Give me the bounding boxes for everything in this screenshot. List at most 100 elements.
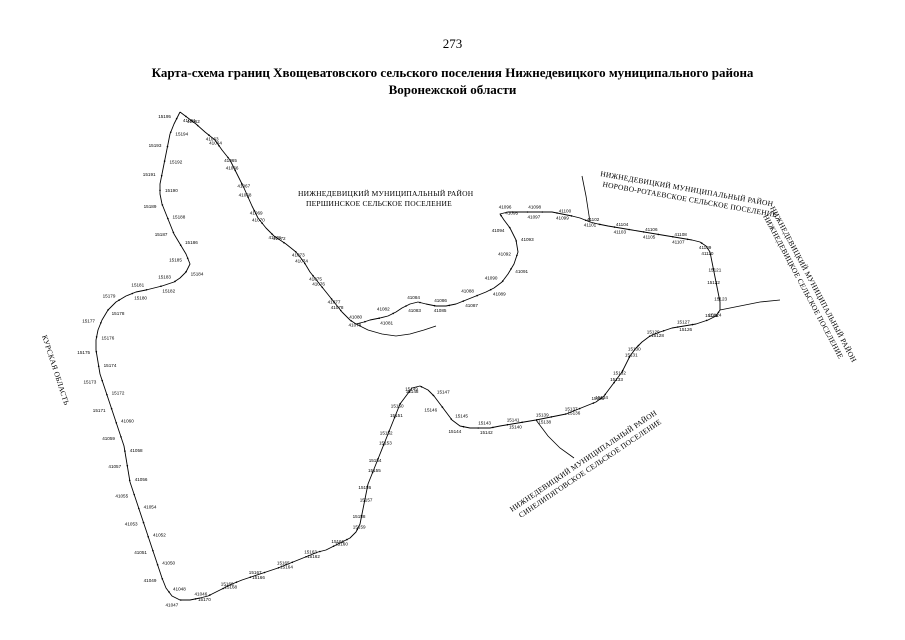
region-label-sineli: НИЖНЕДЕВИЦКИЙ МУНИЦИПАЛЬНЫЙ РАЙОН СИНЕЛИ…: [508, 408, 663, 520]
boundary-point-label: 15139: [536, 412, 549, 417]
boundary-point-marker: [489, 288, 492, 291]
region-label-kursk: КУРСКАЯ ОБЛАСТЬ: [40, 334, 71, 407]
boundary-point-label: 41072: [273, 236, 286, 241]
boundary-point-label: 15188: [173, 214, 186, 219]
boundary-point-label: 41096: [499, 205, 512, 210]
boundary-point-marker: [715, 282, 718, 285]
region-pershino-line-2: ПЕРШИНСКОЕ СЕЛЬСКОЕ ПОСЕЛЕНИЕ: [306, 199, 452, 208]
boundary-point-label: 15167: [249, 570, 262, 575]
boundary-point-label: 15141: [507, 417, 520, 422]
boundary-point-label: 41074: [295, 258, 308, 263]
boundary-point-label: 41080: [349, 315, 362, 320]
boundary-point-marker: [175, 117, 178, 120]
region-label-norovo: НИЖНЕДЕВИЦКИЙ МУНИЦИПАЛЬНЫЙ РАЙОН НОРОВО…: [600, 169, 778, 219]
boundary-point-marker: [712, 268, 715, 270]
boundary-point-marker: [691, 323, 694, 326]
boundary-point-label: 41091: [515, 269, 528, 274]
boundary-point-marker: [550, 416, 553, 418]
boundary-point-marker: [106, 393, 108, 396]
boundary-point-label: 41108: [674, 232, 687, 237]
boundary-point-marker: [304, 262, 306, 265]
boundary-point-label: 41077: [328, 300, 341, 305]
boundary-point-label: 15182: [162, 289, 175, 294]
boundary-point-label: 41070: [252, 218, 265, 223]
boundary-point-marker: [172, 231, 175, 234]
region-label-pershino: НИЖНЕДЕВИЦКИЙ МУНИЦИПАЛЬНЫЙ РАЙОН ПЕРШИН…: [298, 189, 474, 208]
boundary-point-label: 15136: [568, 411, 581, 416]
boundary-point-labels: 4106141062410634106441065410664106741068…: [77, 114, 727, 607]
boundary-point-label: 15179: [103, 293, 116, 298]
boundary-point-marker: [662, 330, 665, 332]
boundary-point-marker: [599, 223, 601, 226]
boundary-point-marker: [166, 145, 169, 148]
boundary-point-label: 15153: [379, 441, 392, 446]
boundary-point-marker: [506, 423, 509, 426]
boundary-point-marker: [138, 507, 140, 510]
boundary-point-label: 15122: [707, 280, 720, 285]
boundary-point-marker: [521, 421, 523, 424]
map-title-line-1: Карта-схема границ Хвощеватовского сельс…: [151, 65, 754, 80]
boundary-point-label: 15124: [709, 313, 722, 318]
boundary-point-marker: [448, 304, 451, 307]
boundary-point-label: 15194: [175, 132, 188, 137]
boundary-point-label: 15174: [104, 363, 117, 368]
boundary-point-label: 15142: [480, 430, 493, 435]
boundary-point-label: 41064: [209, 140, 222, 145]
boundary-point-label: 15123: [714, 297, 727, 302]
boundary-point-label: 41079: [349, 323, 362, 328]
boundary-point-marker: [686, 238, 689, 241]
boundary-point-label: 41049: [144, 578, 157, 583]
boundary-point-label: 15128: [651, 333, 664, 338]
boundary-point-marker: [222, 587, 224, 590]
boundary-point-marker: [319, 550, 321, 553]
page-number: 273: [442, 36, 463, 51]
settlement-boundary-line: [95, 111, 721, 601]
boundary-point-label: 41099: [556, 215, 569, 220]
boundary-point-label: 15146: [424, 408, 437, 413]
boundary-point-marker: [628, 356, 631, 359]
boundary-point-label: 15162: [307, 554, 320, 559]
boundary-point-marker: [160, 174, 163, 177]
boundary-point-marker: [174, 280, 176, 283]
boundary-point-marker: [556, 212, 558, 214]
boundary-point-label: 15147: [437, 389, 450, 394]
boundary-point-label: 15184: [191, 272, 204, 277]
boundary-point-label: 41109: [699, 245, 712, 250]
boundary-point-marker: [628, 228, 630, 231]
boundary-point-label: 41047: [166, 602, 179, 607]
boundary-point-label: 41050: [162, 561, 175, 566]
boundary-point-marker: [642, 231, 645, 233]
boundary-point-label: 15165: [277, 561, 290, 566]
boundary-point-label: 41066: [226, 166, 239, 171]
boundary-point-marker: [133, 493, 135, 496]
boundary-point-label: 41048: [173, 586, 186, 591]
boundary-point-marker: [637, 344, 640, 347]
boundary-point-label: 15152: [380, 431, 393, 436]
boundary-point-label: 41062: [187, 119, 200, 124]
boundary-point-label: 41098: [528, 205, 541, 210]
boundary-point-label: 41087: [465, 303, 478, 308]
boundary-point-marker: [405, 305, 407, 307]
boundary-point-label: 41095: [505, 211, 518, 216]
boundary-point-marker: [515, 240, 517, 242]
boundary-point-marker: [227, 156, 229, 159]
boundary-point-label: 41097: [528, 215, 541, 220]
boundary-point-label: 41069: [250, 210, 263, 215]
boundary-point-marker: [107, 309, 109, 311]
boundary-point-label: 41106: [645, 227, 658, 232]
boundary-point-marker: [163, 160, 166, 162]
map-title: Карта-схема границ Хвощеватовского сельс…: [60, 64, 845, 98]
boundary-point-marker: [312, 274, 314, 277]
boundary-point-label: 15151: [390, 413, 403, 418]
boundary-point-label: 15140: [509, 425, 522, 430]
boundary-point-label: 15125: [705, 313, 718, 318]
boundary-point-label: 15166: [252, 575, 265, 580]
boundary-point-marker: [126, 464, 129, 467]
boundary-point-label: 15189: [144, 204, 157, 209]
boundary-point-marker: [291, 561, 294, 564]
boundary-point-label: 15159: [353, 525, 366, 530]
boundary-point-marker: [253, 209, 256, 212]
boundary-point-marker: [234, 169, 236, 172]
boundary-point-label: 41071: [269, 235, 282, 240]
